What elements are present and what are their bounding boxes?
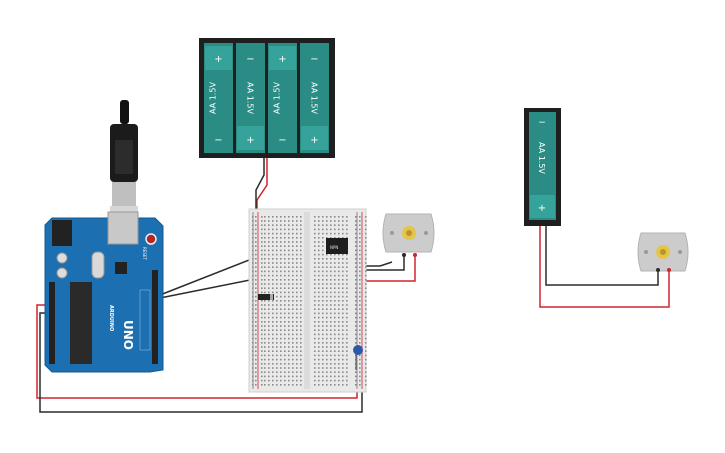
usb-port <box>107 211 139 245</box>
battery-single-aa[interactable]: − AA 1.5V + <box>524 108 561 226</box>
single-bottom-symbol: + <box>538 203 546 214</box>
dc-motor-1[interactable] <box>382 213 435 257</box>
breadboard-holes <box>252 216 367 386</box>
dc-motor-2[interactable] <box>637 232 689 272</box>
transistor[interactable]: NPN <box>326 238 348 254</box>
cell-label: AA 1.5V <box>310 82 319 114</box>
battery-pack-black-wire[interactable] <box>255 156 265 216</box>
capacitor-1 <box>56 252 68 264</box>
analog-header <box>49 282 55 364</box>
atmega-chip <box>70 282 92 364</box>
single-battery-label: AA 1.5V <box>537 142 546 174</box>
arduino-red-loop-wire[interactable] <box>36 304 358 399</box>
usb-cable[interactable] <box>110 100 138 222</box>
cell-top-symbol: + <box>214 54 222 65</box>
arduino-black-loop-wire[interactable] <box>39 312 363 413</box>
battery-cells: + − AA 1.5V − + AA 1.5V + − AA 1.5V − + AA 1.5V <box>204 43 329 153</box>
battery-pack-4xaa[interactable]: + − AA 1.5V − + AA 1.5V + − AA 1.5V − + AA 1.5V <box>199 38 335 158</box>
cell-label: AA 1.5V <box>209 82 218 114</box>
cell-bottom-symbol: − <box>214 135 222 146</box>
reset-label: RESET <box>142 247 147 260</box>
ceramic-capacitor[interactable] <box>353 345 363 370</box>
cell-bottom-symbol: − <box>278 135 286 146</box>
battery-cell-3: + − AA 1.5V <box>268 43 297 153</box>
digital-header <box>152 270 158 364</box>
cell-top-symbol: + <box>278 54 286 65</box>
reset-button[interactable] <box>145 233 157 245</box>
cell-top-symbol: − <box>246 54 254 65</box>
cell-label: AA 1.5V <box>246 82 255 114</box>
single-battery-black-wire[interactable] <box>545 222 659 286</box>
diode[interactable] <box>258 294 274 300</box>
svg-text:NPN: NPN <box>330 245 338 250</box>
digital-pin-labels <box>139 289 151 351</box>
capacitor-2 <box>56 267 68 279</box>
power-jack <box>52 220 72 246</box>
single-battery-red-wire[interactable] <box>539 222 670 308</box>
small-ic <box>115 262 127 274</box>
cell-bottom-symbol: + <box>310 135 318 146</box>
cell-top-symbol: − <box>310 54 318 65</box>
battery-cell-2: − + AA 1.5V <box>236 43 265 153</box>
battery-cell-1: + − AA 1.5V <box>204 43 233 153</box>
brand-label: ARDUINO <box>108 305 114 331</box>
breadboard[interactable] <box>248 208 367 393</box>
battery-cell-4: − + AA 1.5V <box>300 43 329 153</box>
crystal <box>91 251 105 279</box>
cell-bottom-symbol: + <box>246 135 254 146</box>
cell-label: AA 1.5V <box>273 82 282 114</box>
model-label: UNO <box>121 320 135 350</box>
single-top-symbol: − <box>538 118 546 128</box>
board-text: ARDUINO UNO RESET <box>108 247 147 350</box>
arduino-uno-board[interactable]: ARDUINO UNO RESET <box>44 211 164 373</box>
